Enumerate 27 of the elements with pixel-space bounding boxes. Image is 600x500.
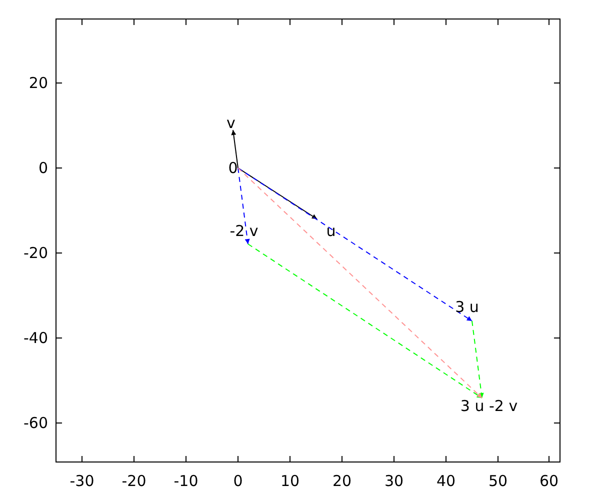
axis-tick-label: 0 bbox=[233, 473, 243, 489]
axis-tick-label: -60 bbox=[24, 415, 48, 431]
point-label: 0 bbox=[228, 160, 238, 176]
vector-arrow bbox=[472, 320, 484, 398]
point-label: -2 v bbox=[230, 223, 258, 239]
axis-tick-label: 60 bbox=[539, 473, 559, 489]
vector-arrow bbox=[238, 168, 472, 322]
vector-arrow bbox=[248, 244, 482, 398]
axis-tick-label: 10 bbox=[280, 473, 300, 489]
vector-arrow bbox=[238, 168, 482, 398]
axis-tick-label: -10 bbox=[174, 473, 198, 489]
axis-tick-label: -20 bbox=[122, 473, 146, 489]
axis-tick-label: 0 bbox=[38, 160, 48, 176]
axis-tick-label: 50 bbox=[488, 473, 508, 489]
axis-tick-label: -30 bbox=[70, 473, 94, 489]
axis-tick-label: 40 bbox=[436, 473, 456, 489]
axis-tick-label: -40 bbox=[24, 330, 48, 346]
axis-tick-label: 20 bbox=[28, 75, 48, 91]
axis-tick-label: -20 bbox=[24, 245, 48, 261]
point-label: v bbox=[226, 115, 236, 131]
point-label: u bbox=[326, 223, 336, 239]
axis-tick-label: 20 bbox=[332, 473, 352, 489]
axis-tick-label: 30 bbox=[384, 473, 404, 489]
vector-arrow bbox=[238, 168, 250, 244]
point-label: 3 u bbox=[455, 299, 479, 315]
point-label: 3 u -2 v bbox=[460, 398, 518, 414]
vector-arrow bbox=[231, 130, 238, 168]
